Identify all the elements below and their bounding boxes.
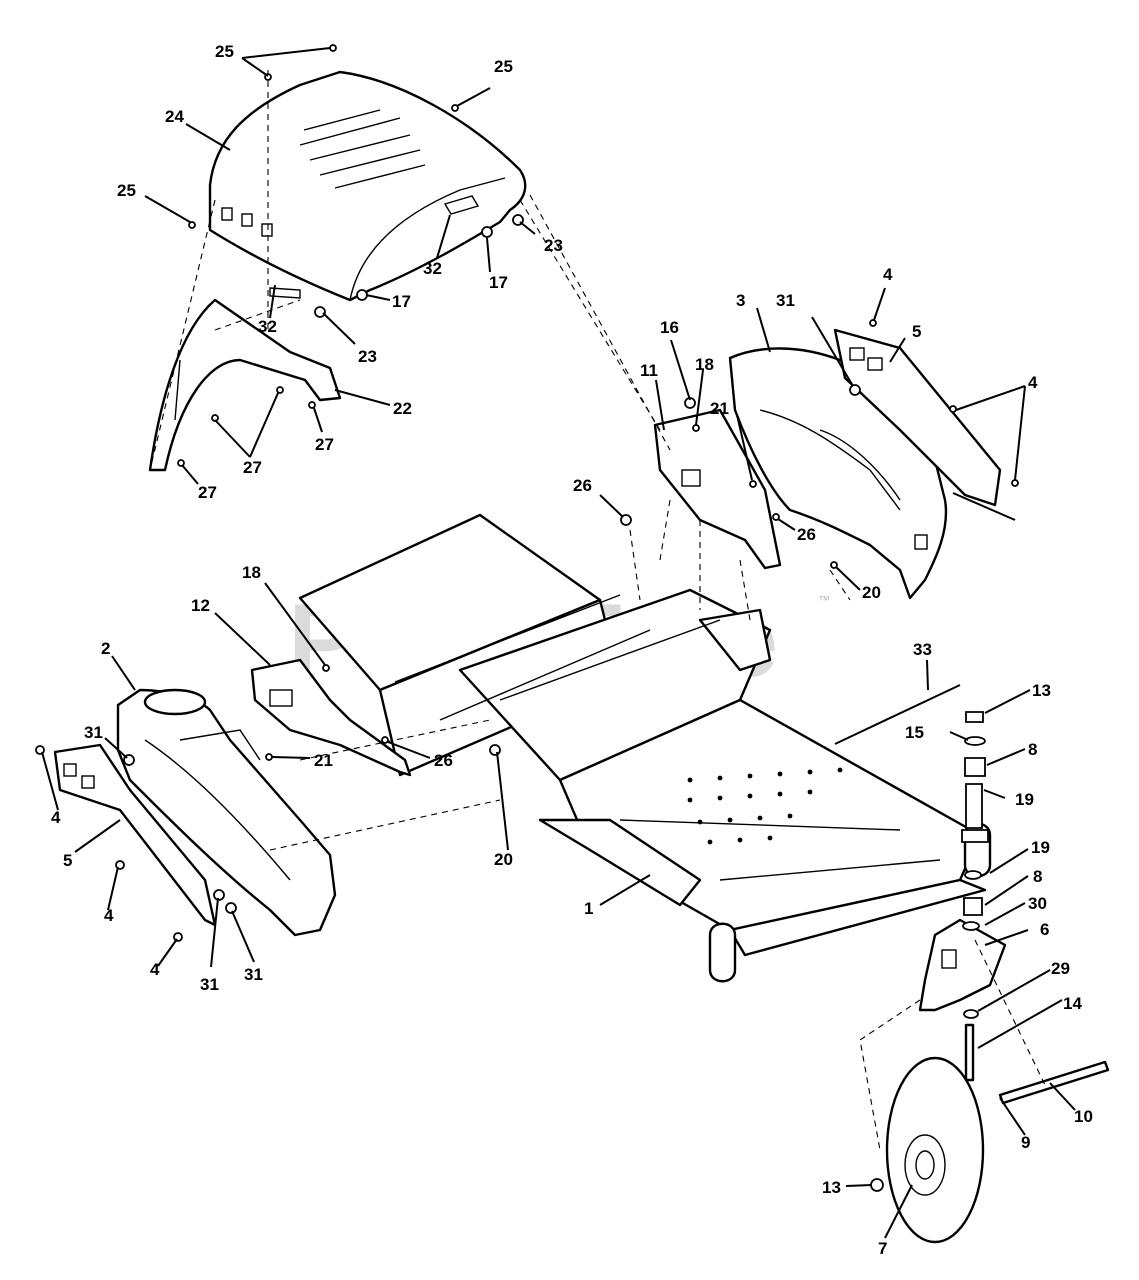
callout-30: 30 (1028, 894, 1047, 913)
callout-32a: 32 (423, 259, 442, 278)
callout-20b: 20 (494, 850, 513, 869)
callout-4a: 4 (883, 265, 893, 284)
callout-23a: 23 (358, 347, 377, 366)
callout-2: 2 (101, 639, 110, 658)
callout-4e: 4 (150, 960, 160, 979)
callout-8a: 8 (1028, 740, 1037, 759)
callout-21a: 21 (710, 399, 729, 418)
callout-1: 1 (584, 899, 593, 918)
leader-lines (41, 47, 1076, 1239)
callout-23b: 23 (544, 236, 563, 255)
callout-32b: 32 (258, 317, 277, 336)
callout-26c: 26 (434, 751, 453, 770)
assembly-lines (149, 70, 1046, 1151)
callout-5b: 5 (63, 851, 72, 870)
callout-11: 11 (640, 361, 658, 380)
callout-26b: 26 (797, 525, 816, 544)
callout-13a: 13 (1032, 681, 1051, 700)
part-seat-cover (208, 70, 527, 302)
callout-8b: 8 (1033, 867, 1042, 886)
callout-33: 33 (913, 640, 932, 659)
callout-14: 14 (1063, 994, 1082, 1013)
frame-holes (687, 767, 843, 845)
callout-25a: 25 (215, 42, 234, 61)
part-left-bracket (250, 658, 412, 777)
part-left-pod (116, 688, 337, 937)
callout-31c: 31 (200, 975, 219, 994)
callout-labels: 25 25 24 25 32 17 23 32 17 23 22 27 27 2… (51, 42, 1093, 1258)
callout-21b: 21 (314, 751, 333, 770)
callout-17a: 17 (392, 292, 411, 311)
callout-17b: 17 (489, 273, 508, 292)
callout-24: 24 (165, 107, 184, 126)
part-main-frame (298, 513, 992, 983)
callout-25c: 25 (117, 181, 136, 200)
callout-22: 22 (393, 399, 412, 418)
callout-12: 12 (191, 596, 210, 615)
callout-4d: 4 (104, 906, 114, 925)
callout-10: 10 (1074, 1107, 1093, 1126)
callout-20a: 20 (862, 583, 881, 602)
part-caster-fork (918, 918, 1007, 1012)
part-axle (998, 1060, 1110, 1105)
part-bushing-stack (961, 711, 989, 1019)
part-shaft (964, 1023, 975, 1082)
callout-26a: 26 (573, 476, 592, 495)
callout-18a: 18 (695, 355, 714, 374)
callout-19a: 19 (1015, 790, 1034, 809)
callout-27c: 27 (198, 483, 217, 502)
part-rod (834, 684, 961, 745)
callout-27a: 27 (315, 435, 334, 454)
callout-19b: 19 (1031, 838, 1050, 857)
callout-31a: 31 (776, 291, 795, 310)
callout-15: 15 (905, 723, 924, 742)
callout-5a: 5 (912, 322, 921, 341)
callout-31d: 31 (244, 965, 263, 984)
part-caster-wheel (885, 1056, 985, 1244)
callout-9: 9 (1021, 1133, 1030, 1152)
callout-16: 16 (660, 318, 679, 337)
callout-29: 29 (1051, 959, 1070, 978)
callout-4c: 4 (51, 808, 61, 827)
callout-6: 6 (1040, 920, 1049, 939)
callout-31b: 31 (84, 723, 103, 742)
callout-27b: 27 (243, 458, 262, 477)
callout-13b: 13 (822, 1178, 841, 1197)
watermark-trademark: ™ (818, 593, 830, 607)
part-seat-bracket (148, 298, 342, 472)
callout-7: 7 (878, 1239, 887, 1258)
callout-25b: 25 (494, 57, 513, 76)
part-center-bracket (653, 408, 782, 570)
callout-4b: 4 (1028, 373, 1038, 392)
callout-18b: 18 (242, 563, 261, 582)
callout-3: 3 (736, 291, 745, 310)
